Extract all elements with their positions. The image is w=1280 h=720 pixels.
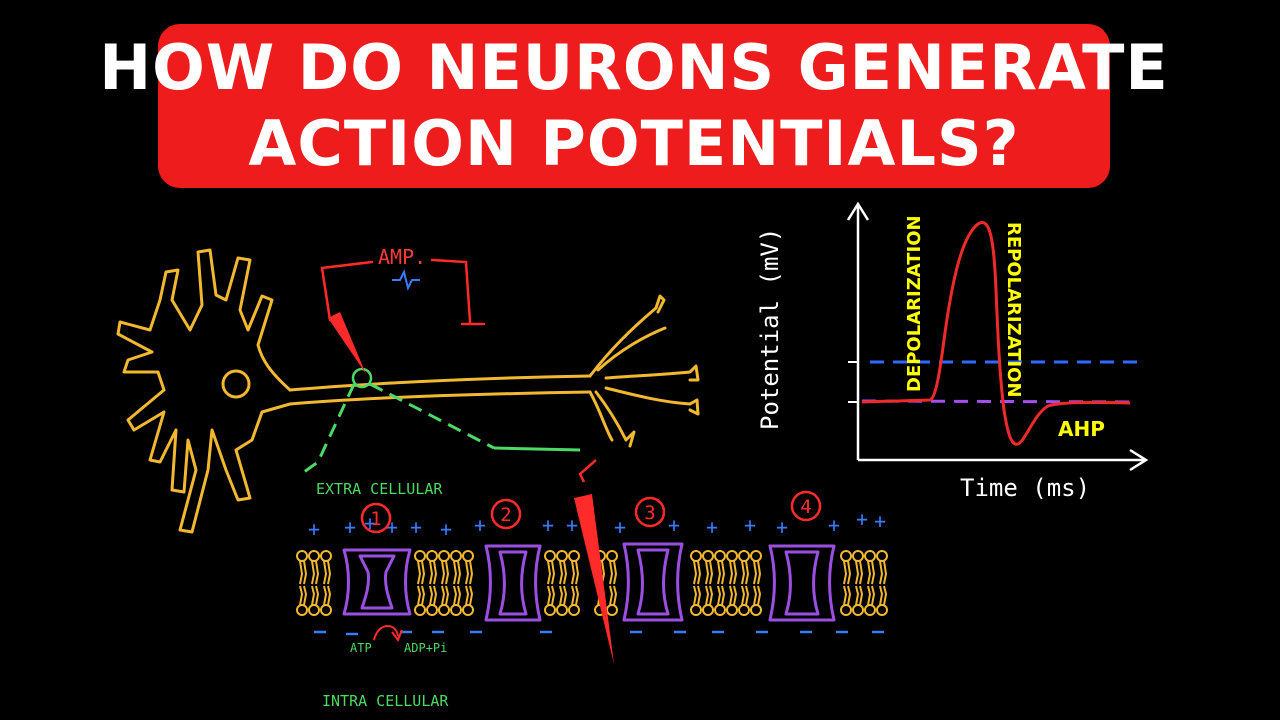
svg-text:+: + (874, 509, 886, 533)
channel-number-markers: 1 2 3 4 (360, 490, 822, 534)
atp-arrow-head (391, 629, 403, 643)
action-potential-curve (861, 221, 1131, 446)
atp-label: ATP (350, 641, 372, 655)
neuron-terminal-2 (596, 326, 667, 372)
amp-wire-right (430, 258, 472, 324)
neuron-terminal-4 (604, 386, 700, 416)
channel-number-1: 1 (370, 508, 381, 530)
ap-graph-y-arrow (846, 201, 870, 221)
lipid-segment-3 (544, 550, 618, 616)
lipid-segment-4 (690, 550, 762, 616)
channel-marker-3 (634, 496, 666, 528)
ap-graph-x-arrow (1129, 448, 1149, 472)
ion-channels (342, 542, 836, 622)
svg-text:+: + (614, 515, 626, 539)
intracellular-charges (314, 630, 884, 636)
lipid-segment-5 (840, 550, 888, 616)
svg-text:+: + (308, 517, 320, 541)
adp-label: ADP+Pi (404, 641, 447, 655)
svg-text:+: + (706, 515, 718, 539)
neuron-soma-upper (116, 248, 292, 392)
svg-text:+: + (856, 507, 868, 531)
phase-depolarization-label: DEPOLARIZATION (904, 215, 925, 392)
ap-graph: DEPOLARIZATION REPOLARIZATION AHP Potent… (756, 201, 1149, 502)
svg-text:+: + (744, 513, 756, 537)
lipid-segment-2 (414, 550, 474, 616)
svg-text:+: + (542, 513, 554, 537)
extracellular-label: EXTRA CELLULAR (316, 480, 443, 498)
svg-text:+: + (344, 515, 356, 539)
lipid-segment-1 (296, 550, 332, 616)
channel-marker-4 (790, 490, 822, 522)
zoom-line-right-solid (493, 446, 581, 452)
ion-channel-3 (622, 542, 684, 622)
amp-label: AMP. (378, 245, 426, 269)
ap-graph-ylabel: Potential (mV) (756, 228, 784, 430)
svg-text:+: + (440, 517, 452, 541)
ion-channel-2 (484, 544, 542, 622)
title-banner: HOW DO NEURONS GENERATE ACTION POTENTIAL… (99, 24, 1168, 188)
neuron-terminal-6 (588, 390, 614, 442)
svg-text:+: + (474, 513, 486, 537)
intracellular-label: INTRA CELLULAR (322, 692, 449, 710)
electrode-membrane-wire (578, 459, 597, 483)
svg-text:+: + (668, 513, 680, 537)
title-line-2: ACTION POTENTIALS? (248, 107, 1020, 180)
neuron-axon-bottom (288, 390, 592, 406)
electrode-neuron (328, 312, 366, 374)
svg-text:+: + (566, 513, 578, 537)
channel-number-2: 2 (500, 504, 511, 526)
amp-signal-icon (392, 269, 420, 291)
recording-site-marker (351, 367, 373, 389)
neuron-nucleus (221, 369, 251, 399)
electrode-membrane (574, 494, 614, 664)
neuron-terminal-3 (604, 364, 700, 382)
zoom-line-right (369, 382, 495, 450)
ion-channel-1 (342, 548, 412, 616)
neuron-terminal-1 (588, 294, 666, 378)
channel-marker-1 (360, 502, 392, 534)
phase-repolarization-label: REPOLARIZATION (1003, 222, 1024, 398)
phase-ahp-label: AHP (1058, 417, 1105, 441)
zoom-lines (303, 382, 495, 474)
amp-wire-left (320, 260, 374, 322)
lipid-bilayer (296, 550, 888, 616)
zoom-line-left (303, 383, 356, 474)
channel-number-4: 4 (800, 496, 811, 518)
neuron-soma-lower (126, 388, 292, 534)
title-line-1: HOW DO NEURONS GENERATE (99, 31, 1169, 104)
atp-arrow (373, 625, 399, 641)
svg-text:+: + (776, 515, 788, 539)
neuron-terminal-5 (594, 390, 636, 448)
channel-number-3: 3 (644, 502, 655, 524)
neuron-axon-top (288, 374, 592, 392)
ion-channel-4 (768, 544, 836, 622)
svg-text:+: + (828, 513, 840, 537)
amplifier-circuit (320, 258, 486, 326)
ap-graph-xlabel: Time (ms) (960, 474, 1090, 502)
svg-text:+: + (410, 515, 422, 539)
channel-marker-2 (490, 498, 522, 530)
neuron (116, 248, 700, 534)
